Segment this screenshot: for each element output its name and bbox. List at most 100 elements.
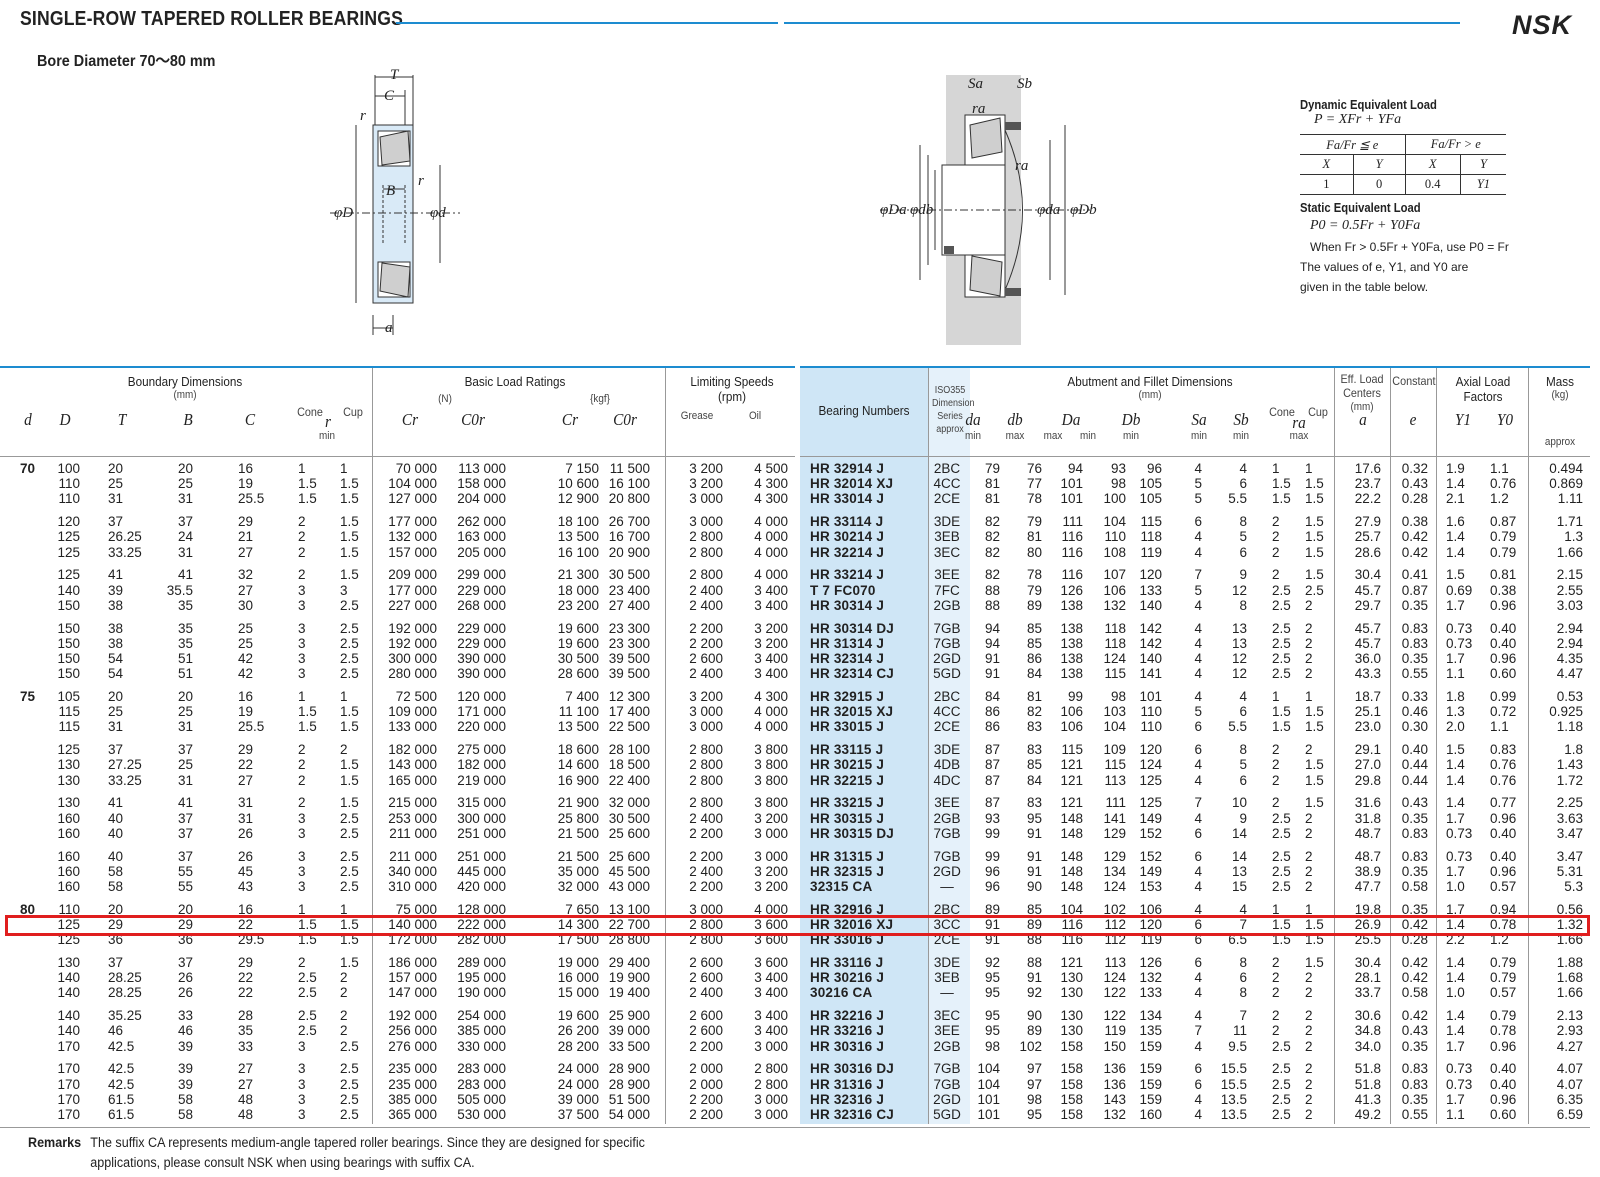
table-cell: 130: [1060, 970, 1083, 986]
table-cell[interactable]: HR 32316 J: [810, 1091, 885, 1107]
table-cell: 72 500: [395, 689, 437, 704]
table-cell[interactable]: HR 32914 J: [810, 461, 885, 476]
table-cell[interactable]: HR 32316 CJ: [810, 1107, 894, 1122]
table-cell[interactable]: HR 30214 J: [810, 529, 885, 545]
table-cell: 121: [1060, 757, 1083, 773]
table-cell: 1.5: [340, 757, 359, 773]
table-cell: 2 200: [689, 1091, 723, 1107]
table-cell[interactable]: HR 33214 J: [810, 567, 885, 583]
table-cell[interactable]: HR 32314 CJ: [810, 666, 894, 682]
table-cell: 30 500: [557, 651, 599, 666]
table-cell: 2 200: [689, 635, 723, 651]
table-cell: 0.76: [1490, 757, 1517, 773]
table-cell: 0.42: [1401, 970, 1428, 986]
table-cell[interactable]: HR 33015 J: [810, 719, 885, 735]
table-cell[interactable]: HR 33216 J: [810, 1023, 885, 1039]
table-cell: 4: [1194, 1008, 1202, 1024]
table-cell: 4: [1194, 879, 1202, 894]
table-cell[interactable]: HR 30216 J: [810, 970, 885, 986]
table-cell: 2 200: [689, 825, 723, 841]
table-cell: 300 000: [388, 651, 437, 666]
table-cell[interactable]: HR 32016 XJ: [810, 917, 894, 932]
table-cell: 0.35: [1401, 1091, 1428, 1107]
table-cell[interactable]: HR 32014 XJ: [810, 476, 894, 492]
table-cell[interactable]: HR 32915 J: [810, 689, 885, 704]
dim-Da-label: φDa: [880, 202, 907, 218]
table-cell: 42: [238, 651, 254, 666]
static-load-title: Static Equivalent Load: [1300, 201, 1421, 215]
table-cell: 22.2: [1354, 491, 1381, 507]
remarks: Remarks The suffix CA represents medium-…: [28, 1133, 698, 1173]
table-cell: 99: [1067, 689, 1083, 704]
table-cell[interactable]: HR 32916 J: [810, 901, 885, 917]
table-cell: 2: [298, 514, 306, 530]
table-cell[interactable]: HR 30315 J: [810, 810, 885, 826]
table-cell[interactable]: HR 30314 J: [810, 597, 885, 613]
remarks-label: Remarks: [28, 1135, 82, 1150]
table-cell: 158: [1060, 1038, 1083, 1054]
table-cell[interactable]: HR 33116 J: [810, 955, 884, 970]
table-cell: 6.59: [1556, 1107, 1583, 1122]
table-cell: 1.66: [1556, 985, 1583, 1001]
table-cell[interactable]: HR 30315 DJ: [810, 825, 894, 841]
table-cell: 2: [340, 1008, 348, 1024]
xy-col-x2: X: [1404, 154, 1461, 175]
table-cell: 2: [1305, 1091, 1313, 1107]
hdr-Sb-min: min: [1233, 430, 1249, 442]
table-cell[interactable]: HR 32214 J: [810, 544, 885, 560]
table-cell: 4: [1194, 529, 1202, 545]
table-cell: 7GB: [933, 635, 961, 651]
table-cell: 109 000: [388, 704, 437, 720]
table-cell[interactable]: HR 32015 XJ: [810, 704, 894, 720]
table-cell: 2GD: [933, 863, 961, 879]
table-cell: 23 300: [608, 635, 650, 651]
table-cell[interactable]: HR 32216 J: [810, 1008, 885, 1024]
table-cell: 110: [1140, 719, 1162, 735]
table-cell[interactable]: HR 33115 J: [810, 742, 884, 758]
table-cell: 0.96: [1490, 863, 1517, 879]
table-cell: 2.5: [340, 635, 359, 651]
table-cell: 160: [1139, 1107, 1162, 1122]
table-cell[interactable]: HR 31315 J: [810, 848, 885, 864]
table-cell[interactable]: HR 33014 J: [810, 491, 885, 507]
table-cell[interactable]: HR 32315 J: [810, 863, 885, 879]
table-cell[interactable]: HR 32215 J: [810, 772, 885, 788]
table-cell: 3 000: [754, 825, 788, 841]
table-cell: 89: [1026, 917, 1042, 932]
table-cell: 2 800: [689, 529, 723, 545]
table-cell[interactable]: HR 30215 J: [810, 757, 885, 773]
table-cell[interactable]: HR 33114 J: [810, 514, 884, 530]
table-cell: 2.5: [340, 863, 359, 879]
table-cell: 34.8: [1354, 1023, 1381, 1039]
table-cell: 1: [340, 689, 348, 704]
table-cell: 93: [984, 810, 1000, 826]
table-cell[interactable]: HR 32314 J: [810, 651, 885, 666]
hdr-Sb: Sb: [1233, 410, 1249, 429]
table-cell[interactable]: 30216 CA: [810, 985, 873, 1001]
table-cell[interactable]: HR 31316 J: [810, 1076, 885, 1092]
table-cell: 4 000: [754, 704, 788, 720]
table-bottom-rule: [0, 1127, 1590, 1128]
table-cell: 4 500: [754, 461, 788, 476]
table-cell: 3 200: [689, 476, 723, 492]
table-cell: 129: [1103, 825, 1126, 841]
table-cell: 1.5: [1272, 704, 1291, 720]
table-cell[interactable]: 32315 CA: [810, 879, 873, 894]
table-cell: 14: [1231, 848, 1247, 864]
table-cell[interactable]: HR 33215 J: [810, 795, 885, 811]
table-cell[interactable]: HR 31314 J: [810, 635, 885, 651]
table-cell: 29.1: [1354, 742, 1381, 758]
table-cell[interactable]: HR 30316 DJ: [810, 1061, 894, 1077]
table-cell: 2: [340, 985, 348, 1001]
table-cell: 4: [1194, 666, 1202, 682]
table-cell[interactable]: HR 30314 DJ: [810, 620, 894, 636]
table-cell: 2.5: [340, 651, 359, 666]
table-cell: 5: [1239, 757, 1247, 773]
table-cell[interactable]: T 7 FC070: [810, 582, 876, 598]
table-cell[interactable]: HR 30316 J: [810, 1038, 885, 1054]
table-cell: 2.5: [340, 1091, 359, 1107]
